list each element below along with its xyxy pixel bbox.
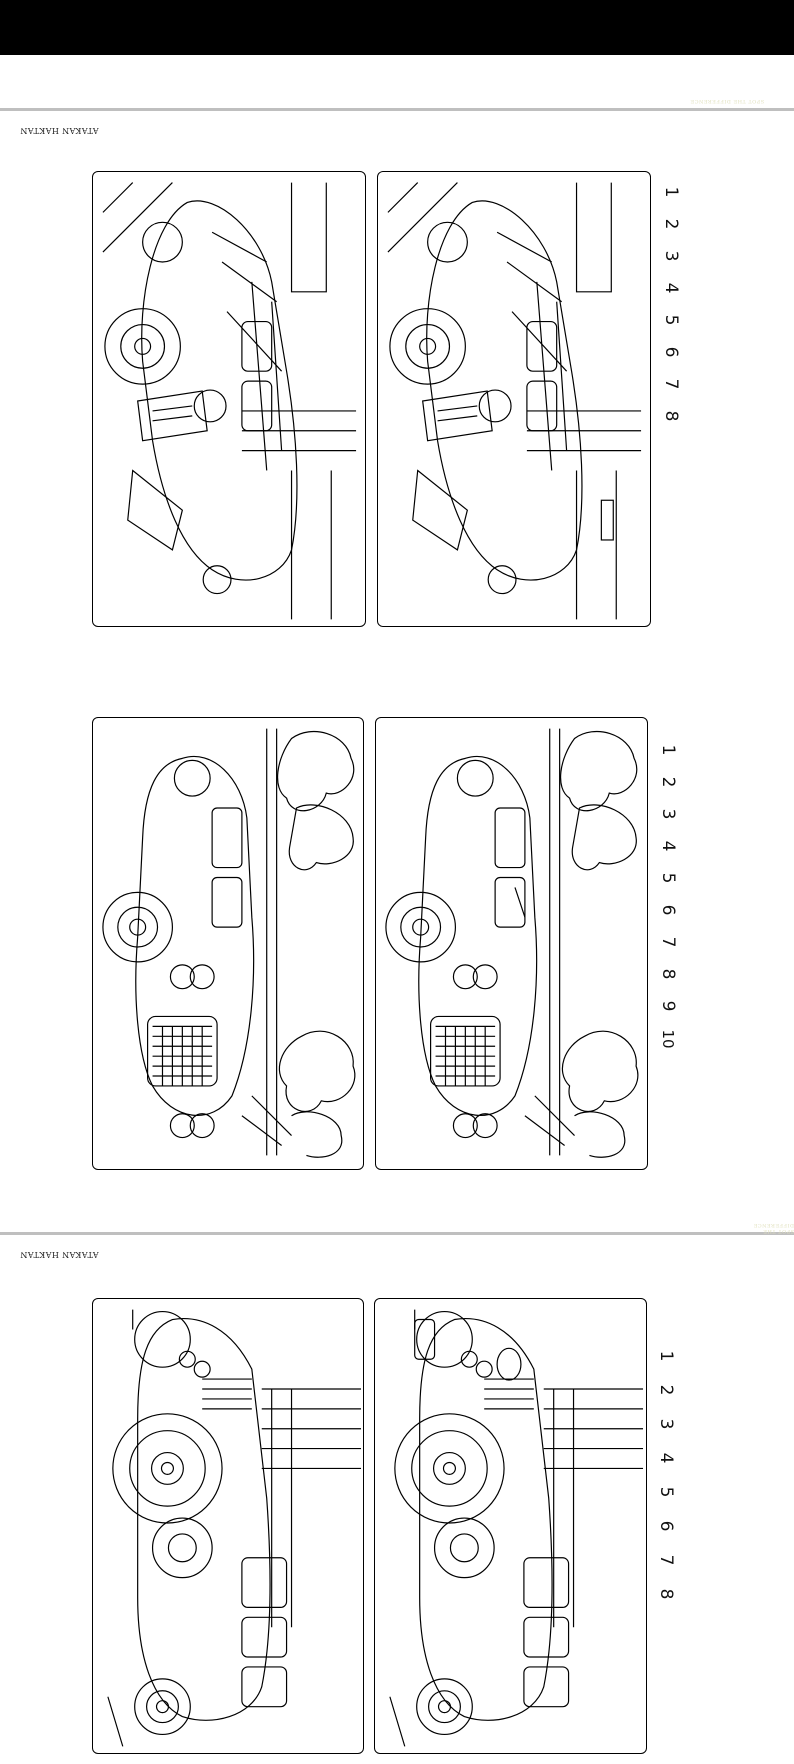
puzzle-3-difference-numbers: 1 2 3 4 5 6 7 8 <box>655 1346 677 1606</box>
difference-number: 10 <box>659 1029 677 1049</box>
difference-number: 8 <box>661 410 681 422</box>
difference-number: 8 <box>658 968 678 980</box>
difference-number: 2 <box>658 776 678 788</box>
difference-number: 4 <box>658 840 678 852</box>
page-header-faint: SPOT THE DIFFERENCE <box>690 98 765 104</box>
difference-number: 4 <box>661 282 681 294</box>
author-credit: ATAKAN HAKTAN <box>20 1250 99 1259</box>
difference-number: 8 <box>656 1588 676 1600</box>
difference-number: 5 <box>658 872 678 884</box>
puzzle-2-picture-left <box>92 717 364 1170</box>
difference-number: 3 <box>661 250 681 262</box>
difference-number: 7 <box>658 936 678 948</box>
puzzle-1-difference-numbers: 1 2 3 4 5 6 7 8 <box>660 182 682 442</box>
difference-number: 5 <box>661 314 681 326</box>
difference-number: 6 <box>661 346 681 358</box>
difference-number: 1 <box>658 744 678 756</box>
puzzle-3-picture-left <box>92 1298 364 1754</box>
difference-number: 7 <box>661 378 681 390</box>
difference-number: 9 <box>658 1000 678 1012</box>
page-divider <box>0 108 794 111</box>
puzzle-1-picture-left <box>92 171 366 627</box>
difference-number: 2 <box>656 1384 676 1396</box>
page-divider <box>0 1232 794 1235</box>
puzzle-2-difference-numbers: 1 2 3 4 5 6 7 8 9 10 <box>657 740 679 1060</box>
difference-number: 2 <box>661 218 681 230</box>
difference-number: 1 <box>661 186 681 198</box>
difference-number: 4 <box>656 1452 676 1464</box>
top-black-bar <box>0 0 794 55</box>
difference-number: 1 <box>656 1350 676 1362</box>
author-credit: ATAKAN HAKTAN <box>20 126 99 135</box>
puzzle-2-picture-right <box>375 717 648 1170</box>
difference-number: 6 <box>656 1520 676 1532</box>
difference-number: 3 <box>656 1418 676 1430</box>
page-header-faint: SPOT THE DIFFERENCE <box>753 1222 794 1234</box>
puzzle-3-picture-right <box>374 1298 647 1754</box>
difference-number: 3 <box>658 808 678 820</box>
difference-number: 7 <box>656 1554 676 1566</box>
difference-number: 5 <box>656 1486 676 1498</box>
difference-number: 6 <box>658 904 678 916</box>
puzzle-1-picture-right <box>377 171 651 627</box>
